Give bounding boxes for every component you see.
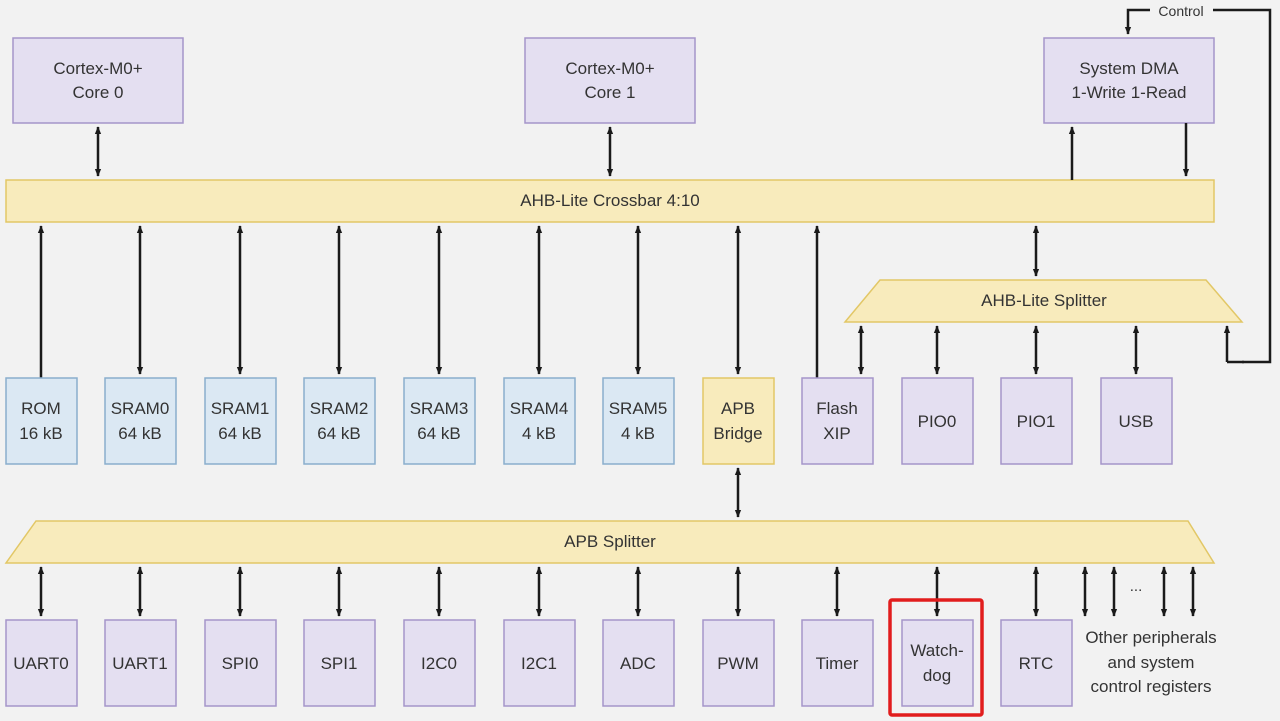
core1-label-line1: Cortex-M0+ (565, 59, 654, 78)
pio0-block: PIO0 (901, 377, 974, 465)
apb-peripheral-row: UART0 UART1 SPI0 SPI1 I2C0 I2C1 ADC PWM (5, 619, 1073, 707)
other-peripherals-line2: and system (1108, 653, 1195, 672)
rom-block: ROM 16 kB (5, 377, 78, 465)
ahb-lite-crossbar: AHB-Lite Crossbar 4:10 (5, 179, 1215, 223)
i2c1-label: I2C1 (521, 654, 557, 673)
i2c1-block: I2C1 (503, 619, 576, 707)
sram3-name: SRAM3 (410, 399, 469, 418)
flash-xip-line1: Flash (816, 399, 858, 418)
ahb-splitter-arrows (857, 325, 1140, 375)
pio1-block: PIO1 (1000, 377, 1073, 465)
apb-splitter-label: APB Splitter (564, 532, 656, 551)
master-core1: Cortex-M0+ Core 1 (524, 37, 696, 124)
other-peripherals-line3: control registers (1091, 677, 1212, 696)
sram5-block: SRAM5 4 kB (602, 377, 675, 465)
sram3-block: SRAM3 64 kB (403, 377, 476, 465)
sram4-name: SRAM4 (510, 399, 569, 418)
pwm-label: PWM (717, 654, 759, 673)
spi0-block: SPI0 (204, 619, 277, 707)
sram4-block: SRAM4 4 kB (503, 377, 576, 465)
more-peripherals-ellipsis: ... (1130, 578, 1143, 595)
i2c0-block: I2C0 (403, 619, 476, 707)
ahb-lite-splitter: AHB-Lite Splitter (843, 279, 1244, 323)
adc-label: ADC (620, 654, 656, 673)
sram0-size: 64 kB (118, 424, 161, 443)
flash-xip-block: Flash XIP (801, 377, 874, 465)
rtc-block: RTC (1000, 619, 1073, 707)
usb-label: USB (1119, 412, 1154, 431)
sram2-size: 64 kB (317, 424, 360, 443)
timer-block: Timer (801, 619, 874, 707)
uart1-label: UART1 (112, 654, 167, 673)
core1-label-line2: Core 1 (584, 83, 635, 102)
spi1-label: SPI1 (321, 654, 358, 673)
usb-block: USB (1100, 377, 1173, 465)
watchdog-block: Watch- dog (901, 619, 974, 707)
rom-size: 16 kB (19, 424, 62, 443)
uart0-label: UART0 (13, 654, 68, 673)
spi1-block: SPI1 (303, 619, 376, 707)
sram2-name: SRAM2 (310, 399, 369, 418)
uart0-block: UART0 (5, 619, 78, 707)
control-line (1213, 8, 1272, 364)
i2c0-label: I2C0 (421, 654, 457, 673)
watchdog-line2: dog (923, 666, 951, 685)
memory-row: ROM 16 kB SRAM0 64 kB SRAM1 64 kB SRAM2 … (5, 377, 1173, 465)
pio1-label: PIO1 (1017, 412, 1056, 431)
sram3-size: 64 kB (417, 424, 460, 443)
crossbar-down-arrows (37, 225, 1040, 378)
other-peripherals-text: Other peripherals and system control reg… (1085, 628, 1216, 696)
timer-label: Timer (816, 654, 859, 673)
other-peripherals-line1: Other peripherals (1085, 628, 1216, 647)
master-arrows (94, 123, 1190, 180)
rom-name: ROM (21, 399, 61, 418)
uart1-block: UART1 (104, 619, 177, 707)
crossbar-label: AHB-Lite Crossbar 4:10 (520, 191, 700, 210)
dma-control-loop: Control (1124, 3, 1272, 364)
sram5-name: SRAM5 (609, 399, 668, 418)
sram5-size: 4 kB (621, 424, 655, 443)
apb-splitter: APB Splitter (4, 520, 1216, 564)
master-core0: Cortex-M0+ Core 0 (12, 37, 184, 124)
apb-bridge-line2: Bridge (713, 424, 762, 443)
sram4-size: 4 kB (522, 424, 556, 443)
master-system-dma: System DMA 1-Write 1-Read (1043, 37, 1215, 124)
sram2-block: SRAM2 64 kB (303, 377, 376, 465)
flash-xip-line2: XIP (823, 424, 850, 443)
apb-bridge-line1: APB (721, 399, 755, 418)
pio0-label: PIO0 (918, 412, 957, 431)
dma-label-line1: System DMA (1079, 59, 1179, 78)
rtc-label: RTC (1019, 654, 1054, 673)
sram1-name: SRAM1 (211, 399, 270, 418)
sram1-block: SRAM1 64 kB (204, 377, 277, 465)
core0-label-line1: Cortex-M0+ (53, 59, 142, 78)
sram0-name: SRAM0 (111, 399, 170, 418)
control-label: Control (1158, 3, 1203, 19)
pwm-block: PWM (702, 619, 775, 707)
apb-peripheral-arrows (37, 566, 1197, 617)
ahb-splitter-label: AHB-Lite Splitter (981, 291, 1107, 310)
sram0-block: SRAM0 64 kB (104, 377, 177, 465)
control-arrow (1124, 8, 1150, 35)
spi0-label: SPI0 (222, 654, 259, 673)
watchdog-line1: Watch- (910, 641, 963, 660)
adc-block: ADC (602, 619, 675, 707)
sram1-size: 64 kB (218, 424, 261, 443)
dma-label-line2: 1-Write 1-Read (1072, 83, 1187, 102)
watchdog-highlight-box (888, 598, 984, 717)
apb-bridge-block: APB Bridge (702, 377, 775, 465)
core0-label-line2: Core 0 (72, 83, 123, 102)
